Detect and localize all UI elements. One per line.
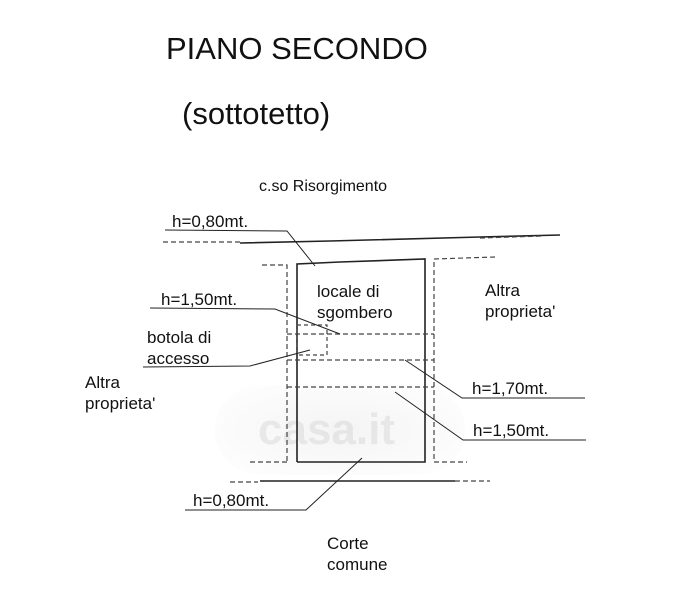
courtyard-line-2: comune	[327, 555, 388, 574]
hatch-outline	[296, 324, 328, 356]
courtyard-line-1: Corte	[327, 534, 369, 553]
left-boundary-dashed	[262, 264, 288, 462]
height-label-bottom: h=0,80mt.	[193, 491, 270, 510]
room-label-line-1: locale di	[317, 282, 380, 301]
roof-line-top	[239, 234, 561, 244]
neighbor-right-line-2: proprieta'	[485, 302, 556, 321]
watermark-glow	[215, 385, 465, 475]
street-label: c.so Risorgimento	[259, 178, 388, 195]
leader-top	[164, 229, 316, 267]
leader-hatch	[142, 349, 311, 368]
room-outline	[296, 258, 426, 463]
leader-bottom	[185, 457, 363, 511]
hatch-label-line-1: botola di	[147, 328, 212, 347]
room-label-line-2: sgombero	[317, 303, 393, 322]
neighbor-left-line-2: proprieta'	[85, 394, 156, 413]
neighbor-right-label: Altra proprieta'	[485, 280, 555, 322]
neighbor-right-line-1: Altra	[485, 281, 520, 300]
hatch-label-line-2: accesso	[147, 349, 210, 368]
leader-right-upper	[404, 359, 585, 399]
courtyard-label: Corte comune	[327, 533, 387, 575]
neighbor-left-label: Altra proprieta'	[85, 372, 155, 414]
page-subtitle: (sottotetto)	[182, 96, 331, 131]
watermark: casa.it	[258, 405, 395, 454]
room-label: locale di sgombero	[317, 281, 393, 323]
right-boundary-dashed	[433, 256, 496, 462]
leader-right-lower	[394, 391, 586, 441]
neighbor-left-line-1: Altra	[85, 373, 120, 392]
height-label-right-upper: h=1,70mt.	[472, 379, 549, 398]
leader-left-upper	[149, 307, 341, 335]
height-label-top: h=0,80mt.	[172, 212, 249, 231]
height-label-left-upper: h=1,50mt.	[161, 290, 238, 309]
height-label-right-lower: h=1,50mt.	[473, 421, 550, 440]
hatch-label: botola di accesso	[147, 327, 211, 369]
roof-line-top-dash-right	[479, 235, 544, 239]
page-title: PIANO SECONDO	[166, 31, 428, 66]
